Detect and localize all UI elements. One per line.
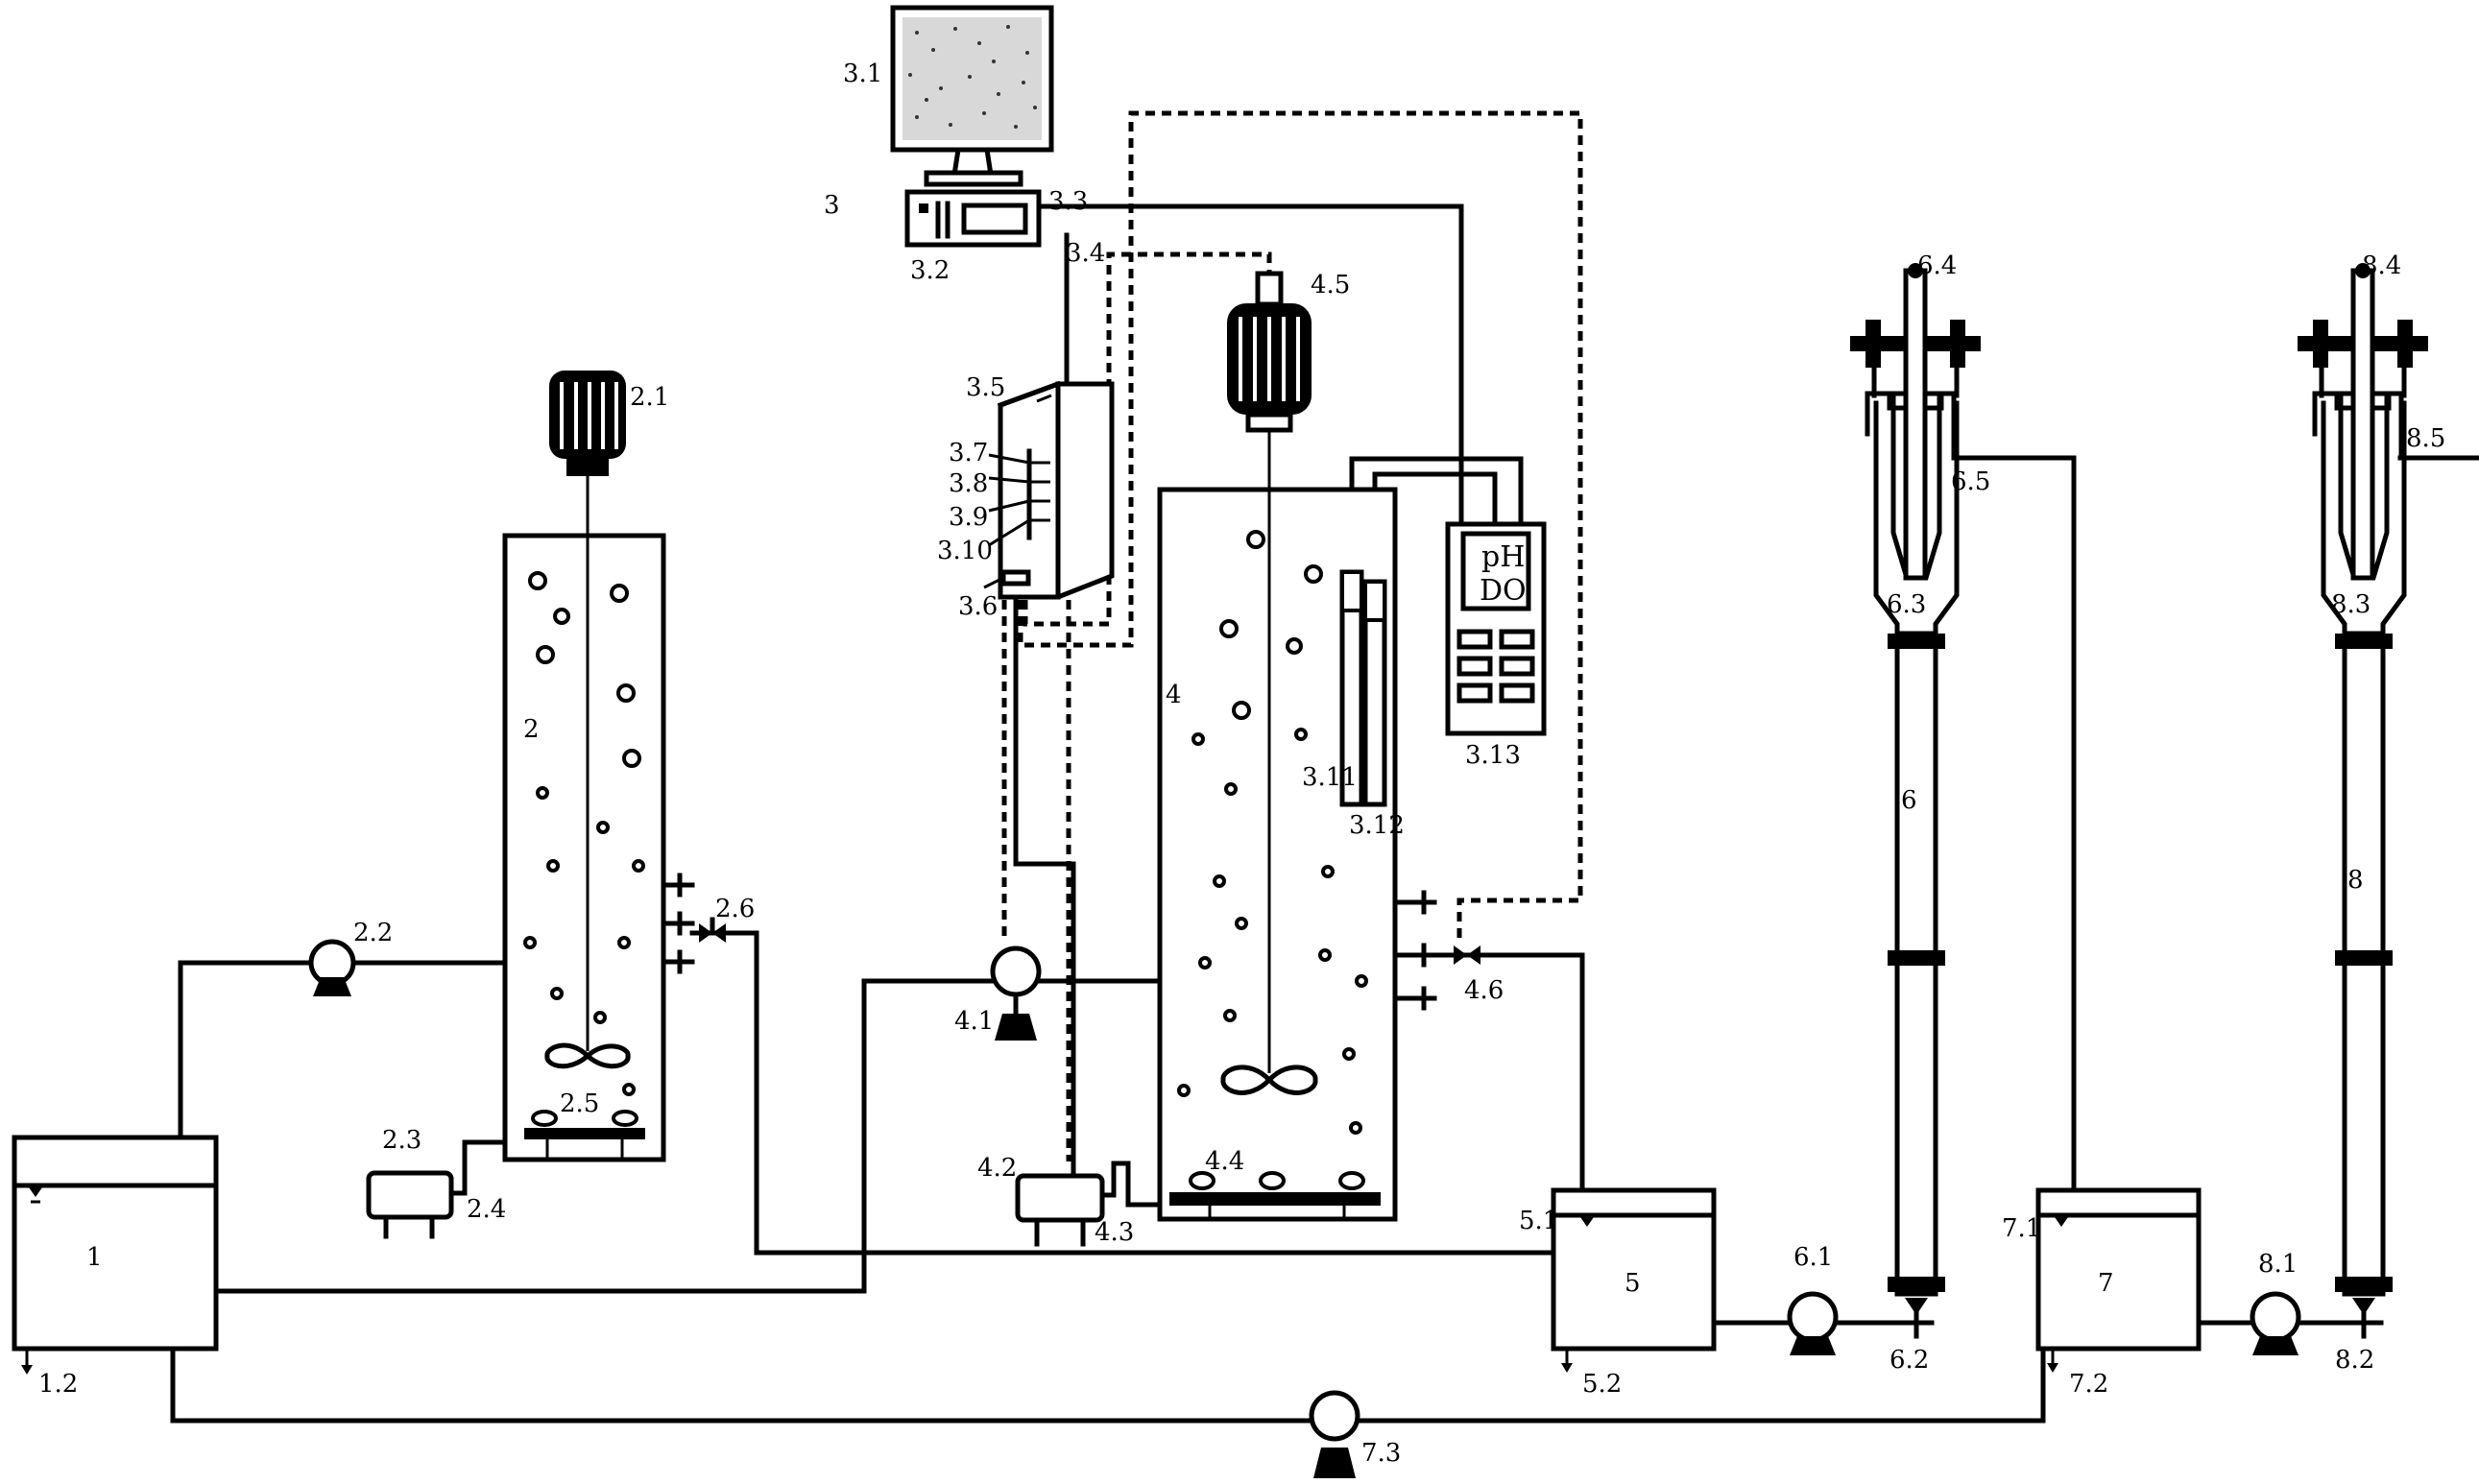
label-7-1: 7.1 bbox=[2002, 1214, 2041, 1243]
label-8-1: 8.1 bbox=[2258, 1250, 2298, 1279]
label-3-12: 3.12 bbox=[1349, 811, 1405, 840]
pump-7-3 bbox=[1309, 1390, 1360, 1478]
label-3-9: 3.9 bbox=[949, 503, 988, 532]
pump-2-2 bbox=[308, 939, 356, 996]
label-5-1: 5.1 bbox=[1519, 1207, 1558, 1235]
tank-1 bbox=[12, 1135, 219, 1375]
callout-labels: 1 1.2 2 2.1 2.2 2.3 2.4 2.5 2.6 3 3.1 3.… bbox=[38, 60, 2445, 1468]
label-4-4: 4.4 bbox=[1205, 1147, 1244, 1176]
controller-3-5 bbox=[983, 380, 1115, 600]
computer-3 bbox=[890, 5, 1054, 248]
label-3-13: 3.13 bbox=[1465, 741, 1521, 770]
label-2-4: 2.4 bbox=[467, 1195, 506, 1224]
label-4-3: 4.3 bbox=[1095, 1218, 1134, 1247]
label-6-4: 6.4 bbox=[1917, 251, 1957, 280]
label-8-5: 8.5 bbox=[2406, 424, 2445, 453]
label-5: 5 bbox=[1625, 1269, 1641, 1298]
label-8-2: 8.2 bbox=[2335, 1346, 2374, 1375]
label-6-1: 6.1 bbox=[1793, 1243, 1833, 1272]
meter-3-13 bbox=[1445, 521, 1547, 736]
label-3-1: 3.1 bbox=[843, 60, 882, 88]
label-3-5: 3.5 bbox=[966, 373, 1005, 402]
label-3-3: 3.3 bbox=[1048, 187, 1088, 216]
label-4-6: 4.6 bbox=[1464, 976, 1504, 1005]
blower-2-3 bbox=[366, 1170, 454, 1239]
label-4-5: 4.5 bbox=[1311, 271, 1350, 299]
label-7-3: 7.3 bbox=[1361, 1439, 1401, 1468]
label-2-5: 2.5 bbox=[560, 1089, 599, 1118]
label-2-2: 2.2 bbox=[353, 919, 393, 947]
label-8: 8 bbox=[2347, 866, 2364, 895]
control-cables bbox=[1001, 110, 1583, 1161]
label-3: 3 bbox=[824, 191, 840, 220]
pump-6-1 bbox=[1787, 1291, 1839, 1355]
blower-4-2 bbox=[1015, 1173, 1105, 1247]
reactor-2 bbox=[502, 371, 731, 1162]
label-4-1: 4.1 bbox=[954, 1007, 994, 1036]
pump-8-1 bbox=[2250, 1291, 2301, 1355]
pipes bbox=[170, 203, 2479, 1424]
label-4: 4 bbox=[1166, 681, 1182, 709]
label-2-3: 2.3 bbox=[382, 1126, 421, 1155]
label-5-2: 5.2 bbox=[1582, 1370, 1622, 1399]
label-7: 7 bbox=[2098, 1269, 2114, 1298]
label-2: 2 bbox=[523, 715, 540, 744]
label-3-6: 3.6 bbox=[958, 592, 998, 621]
label-3-7: 3.7 bbox=[949, 439, 988, 467]
label-7-2: 7.2 bbox=[2069, 1370, 2108, 1399]
column-6 bbox=[1850, 263, 1981, 1339]
tank-7 bbox=[2035, 1187, 2202, 1373]
pump-4-1 bbox=[990, 945, 1042, 1041]
label-3-8: 3.8 bbox=[949, 469, 988, 498]
label-4-2: 4.2 bbox=[977, 1154, 1017, 1183]
column-8 bbox=[2298, 263, 2428, 1339]
label-1: 1 bbox=[86, 1243, 103, 1272]
label-3-4: 3.4 bbox=[1066, 239, 1105, 268]
label-8-3: 8.3 bbox=[2331, 590, 2371, 619]
label-8-4: 8.4 bbox=[2362, 251, 2401, 280]
meter-line-1: pH bbox=[1481, 540, 1525, 574]
reactor-4 bbox=[1157, 271, 1487, 1222]
label-3-11: 3.11 bbox=[1302, 763, 1358, 792]
label-2-6: 2.6 bbox=[715, 895, 755, 923]
label-6-3: 6.3 bbox=[1887, 590, 1926, 619]
label-3-10: 3.10 bbox=[937, 537, 993, 565]
label-1-2: 1.2 bbox=[38, 1370, 78, 1399]
label-2-1: 2.1 bbox=[630, 383, 669, 412]
meter-line-2: DO bbox=[1480, 574, 1527, 608]
tank-5 bbox=[1551, 1187, 1717, 1373]
label-3-2: 3.2 bbox=[910, 256, 950, 285]
label-6: 6 bbox=[1901, 786, 1917, 815]
label-6-2: 6.2 bbox=[1889, 1346, 1929, 1375]
label-6-5: 6.5 bbox=[1951, 467, 1990, 496]
